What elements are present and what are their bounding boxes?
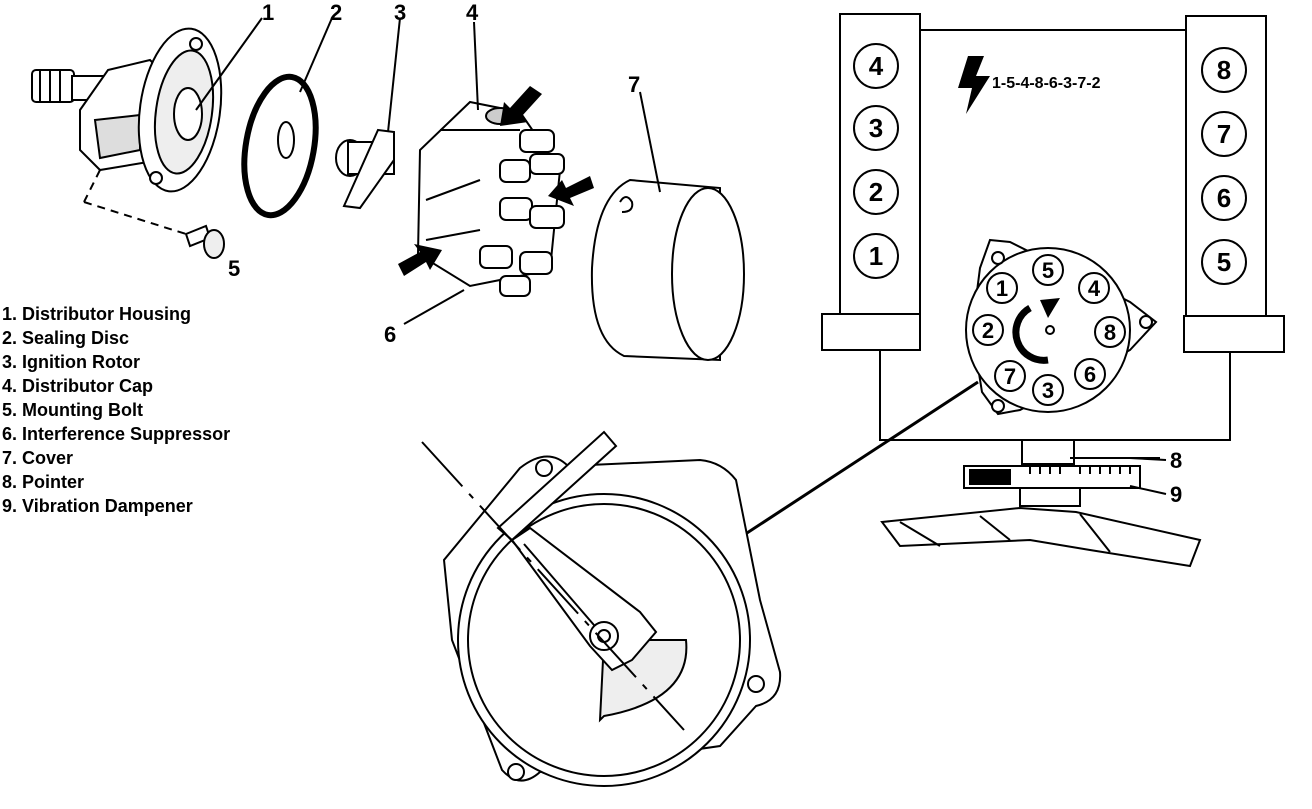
cylinder-label: 7 xyxy=(1217,119,1231,149)
callout-9: 9 xyxy=(1170,482,1182,507)
callout-7: 7 xyxy=(628,72,640,97)
left-bank-cylinders xyxy=(853,43,899,279)
sealing-disc xyxy=(241,73,319,219)
callout-leader-4 xyxy=(473,21,479,111)
callout-8: 8 xyxy=(1170,448,1182,473)
rotor-detail-view xyxy=(442,455,782,787)
cap-terminal-label: 1 xyxy=(996,276,1008,301)
cylinder-label: 1 xyxy=(869,241,883,271)
callout-leader-1 xyxy=(195,17,263,111)
crank-assembly xyxy=(880,439,1202,568)
callout-leader-6 xyxy=(403,289,465,325)
callout-leader-7 xyxy=(639,91,661,193)
callout-4: 4 xyxy=(466,0,479,25)
legend-item: 2. Sealing Disc xyxy=(2,328,129,348)
callout-1: 1 xyxy=(262,0,274,25)
cap-terminal-label: 8 xyxy=(1104,320,1116,345)
cap-terminal-label: 3 xyxy=(1042,378,1054,403)
cylinder-label: 2 xyxy=(869,177,883,207)
callout-leader-9 xyxy=(1129,485,1167,495)
cylinder-label: 8 xyxy=(1217,55,1231,85)
callout-3: 3 xyxy=(394,0,406,25)
cylinder-label: 3 xyxy=(869,113,883,143)
legend: 1. Distributor Housing 2. Sealing Disc 3… xyxy=(2,304,230,516)
cap-terminal-label: 2 xyxy=(982,318,994,343)
legend-item: 6. Interference Suppressor xyxy=(2,424,230,444)
cap-terminal-label: 7 xyxy=(1004,364,1016,389)
cylinder-label: 6 xyxy=(1217,183,1231,213)
clockwise-arrow-icon xyxy=(1012,298,1060,364)
distributor-cap xyxy=(416,100,565,297)
legend-item: 8. Pointer xyxy=(2,472,84,492)
ignition-rotor xyxy=(335,128,395,210)
callout-leader-2 xyxy=(299,17,333,93)
cap-terminal-label: 6 xyxy=(1084,362,1096,387)
legend-item: 3. Ignition Rotor xyxy=(2,352,140,372)
cylinder-label: 5 xyxy=(1217,247,1231,277)
right-bank-cylinders xyxy=(1201,47,1247,285)
cover xyxy=(590,178,745,362)
alignment-line xyxy=(421,441,685,731)
legend-item: 7. Cover xyxy=(2,448,73,468)
callout-leader-8 xyxy=(1129,457,1167,461)
legend-item: 1. Distributor Housing xyxy=(2,304,191,324)
legend-item: 9. Vibration Dampener xyxy=(2,496,193,516)
callout-5: 5 xyxy=(228,256,240,281)
lightning-bolt-icon xyxy=(958,56,990,114)
assembly-arrow-icons xyxy=(398,86,594,276)
legend-item: 4. Distributor Cap xyxy=(2,376,153,396)
cylinder-label: 4 xyxy=(869,51,884,81)
callout-6: 6 xyxy=(384,322,396,347)
distributor-housing xyxy=(31,27,223,193)
firing-order: 1-5-4-8-6-3-7-2 xyxy=(992,75,1101,92)
callout-2: 2 xyxy=(330,0,342,25)
legend-item: 5. Mounting Bolt xyxy=(2,400,143,420)
detail-leader-line xyxy=(723,380,979,550)
callout-leader-3 xyxy=(387,17,401,133)
cap-terminal-label: 4 xyxy=(1088,276,1101,301)
mounting-bolt xyxy=(83,169,225,259)
cap-terminal-label: 5 xyxy=(1042,258,1054,283)
cap-top-view xyxy=(965,238,1158,416)
